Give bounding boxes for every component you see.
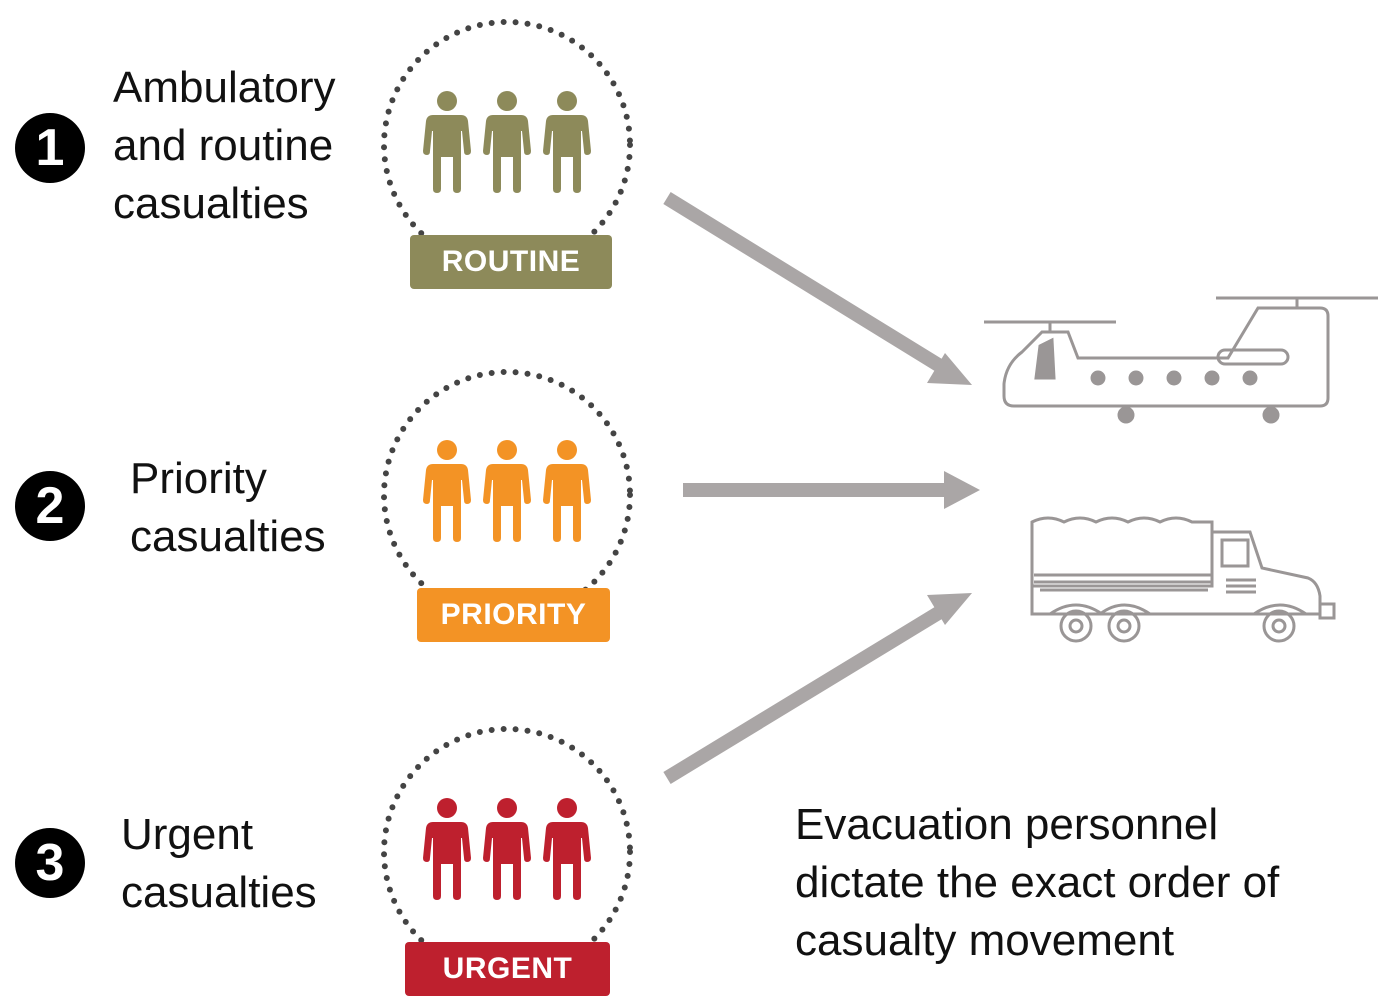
person-icon [483, 91, 531, 193]
person-icon [543, 440, 591, 542]
priority-label-line: Priority [130, 454, 267, 503]
person-icon [543, 798, 591, 900]
note-line: casualty movement [795, 916, 1175, 965]
person-icon [483, 440, 531, 542]
urgent-group [381, 726, 633, 978]
priority-label-line: casualties [130, 512, 326, 561]
priority-group [381, 369, 633, 621]
person-icon [423, 91, 471, 193]
person-icon [423, 440, 471, 542]
routine-label: Ambulatory and routine casualties [113, 59, 336, 233]
routine-label-line: casualties [113, 179, 309, 228]
helicopter-icon [984, 296, 1378, 424]
person-icon [483, 798, 531, 900]
note-line: Evacuation personnel [795, 800, 1219, 849]
urgent-label-line: Urgent [121, 810, 254, 859]
note-line: dictate the exact order of [795, 858, 1280, 907]
urgent-people [423, 798, 591, 900]
priority-badge: PRIORITY [417, 588, 610, 642]
step-number-1: 1 [15, 113, 85, 183]
priority-label: Priority casualties [130, 450, 326, 566]
routine-people [423, 91, 591, 193]
priority-people [423, 440, 591, 542]
person-icon [543, 91, 591, 193]
routine-group [381, 19, 633, 271]
urgent-label: Urgent casualties [121, 806, 317, 922]
urgent-label-line: casualties [121, 868, 317, 917]
arrow-priority [683, 471, 980, 509]
person-icon [423, 798, 471, 900]
step-number-2: 2 [15, 471, 85, 541]
step-number-3: 3 [15, 828, 85, 898]
truck-icon [1030, 516, 1336, 643]
urgent-badge: URGENT [405, 942, 610, 996]
arrow-urgent [663, 593, 972, 784]
routine-badge: ROUTINE [410, 235, 612, 289]
arrow-routine [663, 192, 972, 385]
routine-label-line: Ambulatory [113, 63, 336, 112]
arrows [663, 192, 980, 784]
evacuation-note: Evacuation personnel dictate the exact o… [795, 796, 1279, 970]
routine-label-line: and routine [113, 121, 334, 170]
